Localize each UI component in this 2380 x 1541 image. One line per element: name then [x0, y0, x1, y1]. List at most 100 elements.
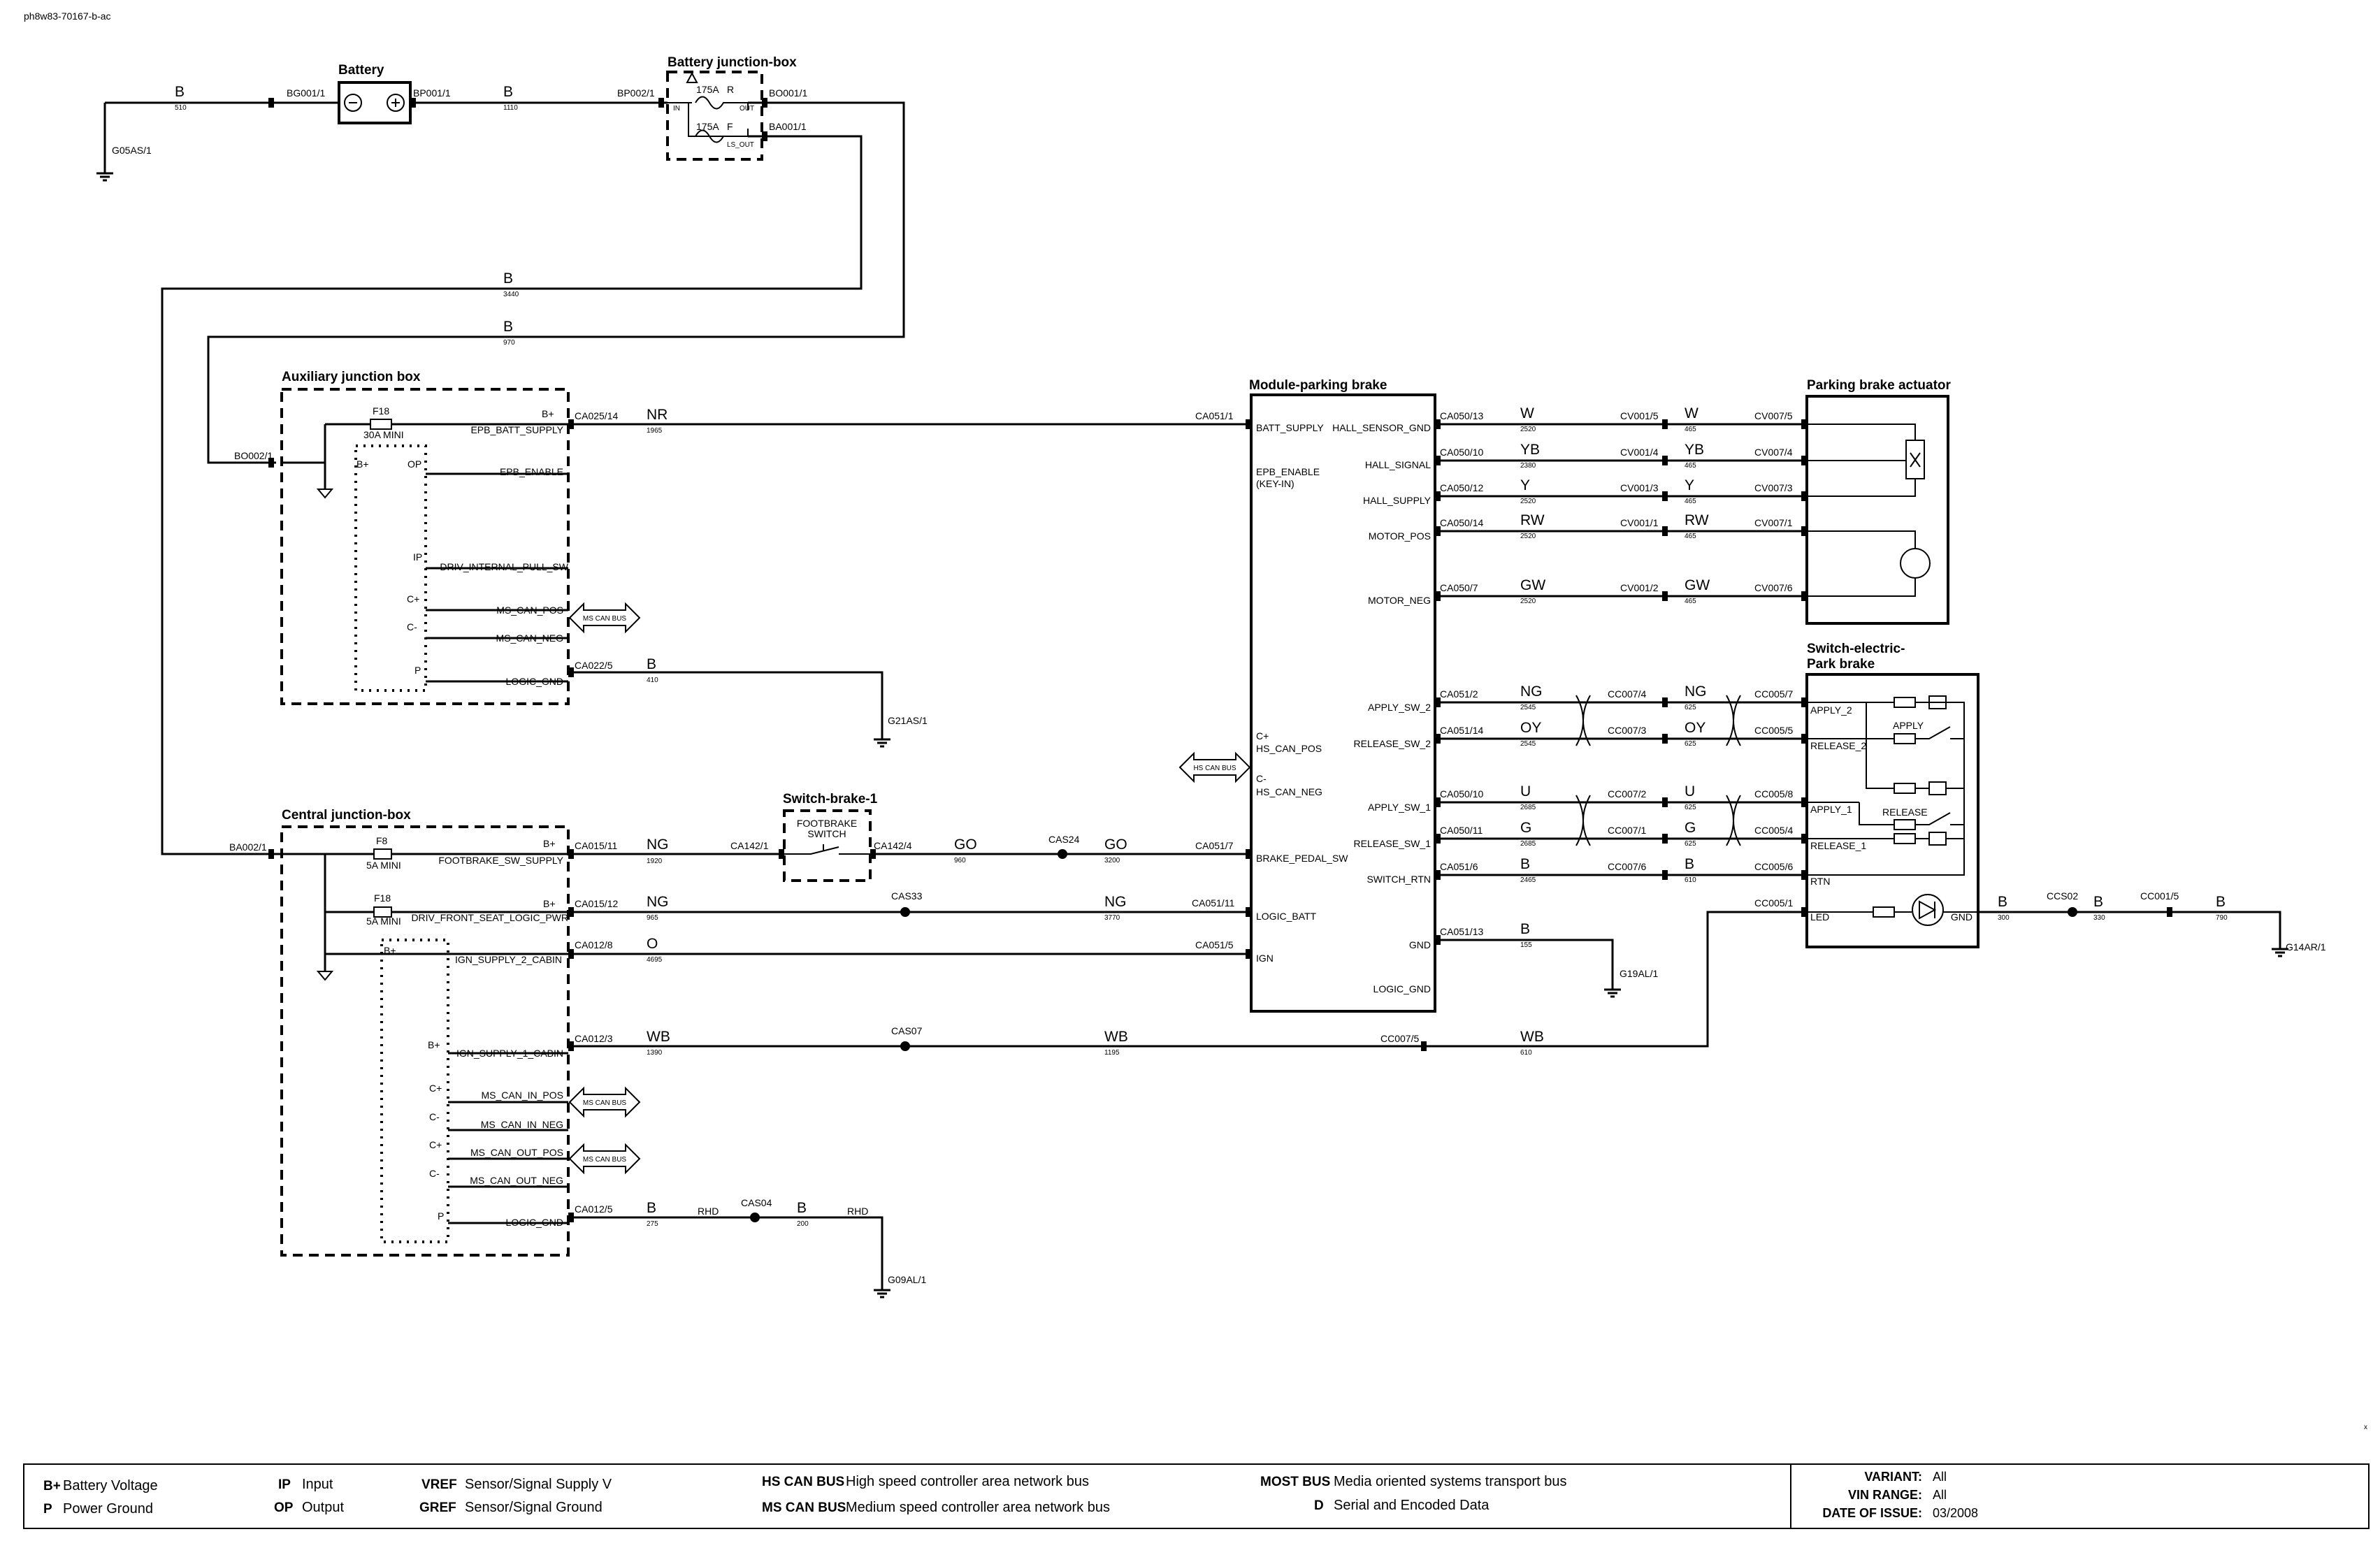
fuse-label: 5A MINI: [366, 916, 401, 927]
pin-label: C+: [429, 1139, 442, 1150]
pin-label: C-: [407, 621, 417, 632]
wire-color: NG: [647, 894, 669, 910]
wire-number: 3440: [503, 291, 519, 298]
connector: CC007/3: [1608, 725, 1646, 736]
pin-label: FOOTBRAKE_SW_SUPPLY: [438, 855, 563, 866]
connector: CA050/13: [1440, 410, 1483, 421]
wire-color: NG: [647, 837, 669, 853]
wire-color: B: [647, 656, 656, 672]
wire-color: B: [1520, 856, 1530, 872]
connector: BP002/1: [617, 87, 655, 99]
fuse-label: R: [727, 84, 734, 95]
wire-color: B: [175, 84, 185, 100]
splice-dot: [750, 1213, 760, 1222]
pin-label: HALL_SENSOR_GND: [1332, 422, 1431, 433]
wire-color: W: [1520, 405, 1534, 421]
motor-icon: [1900, 548, 1931, 579]
wire-color: NG: [1104, 894, 1127, 910]
ground-label: G09AL/1: [888, 1274, 926, 1285]
svg-text:MS CAN BUS: MS CAN BUS: [583, 615, 627, 623]
wire-number: 970: [503, 339, 515, 347]
park-switch-box: [1805, 673, 1979, 948]
wire-number: 465: [1685, 426, 1696, 433]
wire-number: 790: [2216, 914, 2228, 922]
wire-color: Y: [1520, 477, 1530, 493]
connector: CA050/12: [1440, 482, 1483, 493]
fuse-label: 30A MINI: [363, 429, 404, 440]
pin-label: MS_CAN_OUT_POS: [470, 1147, 563, 1158]
connector: BO001/1: [769, 87, 807, 99]
legend-value: Serial and Encoded Data: [1334, 1498, 1490, 1513]
wire-color: O: [647, 936, 658, 952]
wire-number: 2685: [1520, 840, 1536, 848]
connector: CA051/5: [1195, 939, 1234, 950]
pin-label: RTN: [1810, 876, 1831, 887]
wire-color: GO: [954, 837, 977, 853]
connector: CA022/5: [575, 660, 613, 671]
legend-key: B+: [43, 1479, 61, 1493]
battery-circuit: B 510 G05AS/1 Battery BG001/1 BP001/1 B …: [96, 55, 905, 855]
fuse-label: 175A: [696, 121, 719, 132]
fuse-label: 5A MINI: [366, 860, 401, 871]
battery-negative-terminal: [344, 94, 362, 112]
pin-label: B+: [384, 945, 396, 956]
wire-number: 2520: [1520, 533, 1536, 540]
pin-label: MS_CAN_IN_NEG: [481, 1119, 563, 1130]
actuator-wiring: CA050/13 W 2520 CV001/5 W 465 CV007/5 CA…: [1435, 405, 1807, 605]
wire-color: B: [2216, 894, 2226, 910]
connector: CV007/1: [1754, 517, 1793, 528]
wire-number: 2545: [1520, 740, 1536, 748]
connector: CA142/1: [730, 840, 769, 851]
wire-number: 2520: [1520, 498, 1536, 505]
fuse-label: F: [727, 121, 733, 132]
pin-label: OP: [408, 458, 421, 470]
pin-label: C+: [1256, 730, 1269, 741]
connector: CA025/14: [575, 410, 618, 421]
pin-label: RELEASE_SW_1: [1354, 838, 1431, 849]
wire-number: 465: [1685, 533, 1696, 540]
wire-color: RW: [1685, 512, 1709, 528]
wire-color: OY: [1520, 720, 1541, 736]
legend-key: GREF: [419, 1500, 456, 1515]
ground-label: G14AR/1: [2286, 941, 2326, 953]
connector: CC005/8: [1754, 788, 1793, 800]
splice-dot: [900, 907, 910, 917]
pin-label: EPB_ENABLE: [500, 466, 563, 477]
legend-key: VREF: [421, 1477, 457, 1492]
connector: CC007/2: [1608, 788, 1646, 800]
park-switch-title: Park brake: [1807, 657, 1875, 672]
wire-number: 2685: [1520, 804, 1536, 811]
connector: CA142/4: [874, 840, 912, 851]
connector: CV007/3: [1754, 482, 1793, 493]
switch-brake-title: Switch-brake-1: [783, 792, 878, 806]
legend-key: IP: [278, 1477, 291, 1492]
epb-module-title: Module-parking brake: [1249, 378, 1387, 393]
wire-number: 4695: [647, 956, 663, 964]
pin-label: IP: [413, 551, 422, 563]
wire-note: RHD: [847, 1206, 868, 1217]
wire-color: U: [1685, 783, 1695, 800]
stray-mark: x: [2364, 1424, 2367, 1431]
svg-text:MS CAN BUS: MS CAN BUS: [583, 1099, 627, 1107]
connector: CA051/6: [1440, 861, 1478, 872]
pin-label: (KEY-IN): [1256, 478, 1294, 489]
auxiliary-junction-box: Auxiliary junction box BO002/1 F18 30A M…: [234, 370, 641, 705]
connector: BA002/1: [229, 841, 267, 853]
pin-label: C-: [429, 1111, 440, 1122]
connector: CA050/10: [1440, 788, 1483, 800]
connector: CC005/1: [1754, 897, 1793, 909]
pin-label: EPB_BATT_SUPPLY: [470, 424, 563, 435]
connector: CC005/7: [1754, 688, 1793, 700]
ground-label: G19AL/1: [1620, 968, 1658, 979]
pin-label: MS_CAN_NEG: [496, 632, 563, 644]
meta-key: DATE OF ISSUE:: [1822, 1506, 1922, 1520]
wire-color: GW: [1520, 577, 1545, 593]
wire-number: 3200: [1104, 857, 1120, 864]
pin-label: GND: [1951, 911, 1972, 923]
actuator-title: Parking brake actuator: [1807, 378, 1952, 393]
wire-number: 1110: [503, 104, 518, 112]
pin-label: C+: [407, 593, 419, 605]
legend-value: Battery Voltage: [63, 1478, 158, 1493]
central-jbox-module: [380, 939, 449, 1243]
